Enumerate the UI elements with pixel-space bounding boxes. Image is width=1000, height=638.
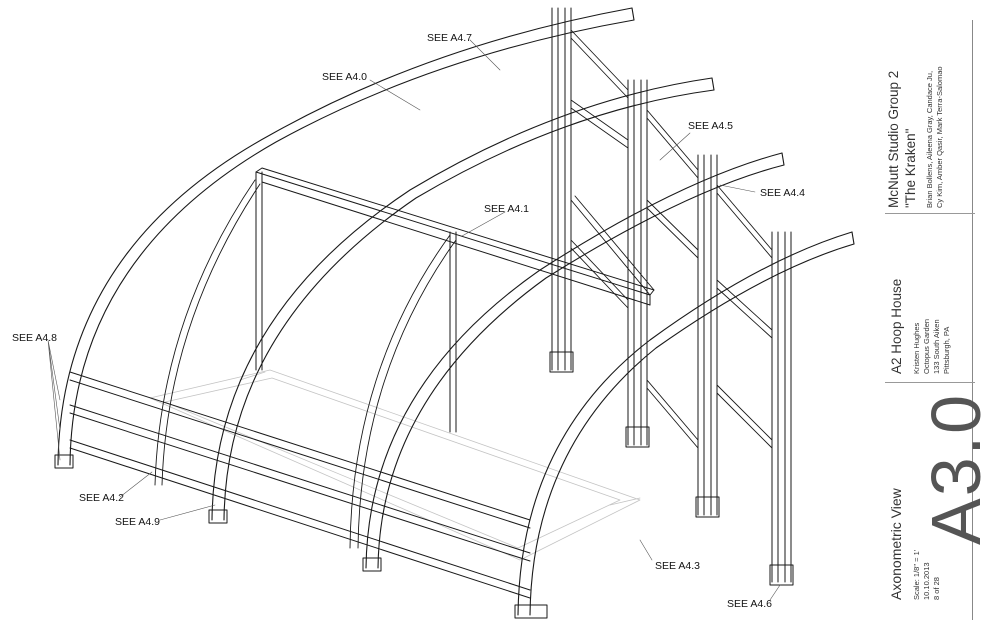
callout-see-a4-2: SEE A4.2 (79, 492, 124, 504)
vertical-posts (255, 7, 792, 583)
callout-see-a4-0: SEE A4.0 (322, 71, 367, 83)
project-title: A2 Hoop House (889, 278, 904, 374)
title-block-divider-1 (885, 213, 975, 214)
drawing-date: 10.10.2013 (922, 562, 931, 600)
callout-see-a4-5: SEE A4.5 (688, 120, 733, 132)
title-block-divider-2 (885, 382, 975, 383)
sheet-count: 8 of 28 (932, 577, 941, 600)
view-title: Axonometric View (888, 488, 904, 600)
ridge-beam (255, 167, 655, 306)
sheet-number: A3.0 (917, 393, 995, 545)
callout-see-a4-1: SEE A4.1 (484, 203, 529, 215)
team-members-line-2: Cy Kim, Amber Qasir, Mark Terra-Salomao (935, 66, 944, 208)
callout-see-a4-9: SEE A4.9 (115, 516, 160, 528)
drawing-scale: Scale: 1/8" = 1' (912, 549, 921, 600)
address-line-1: 133 South Aiken (932, 319, 941, 374)
callout-see-a4-7: SEE A4.7 (427, 32, 472, 44)
studio-name: McNutt Studio Group 2 (886, 70, 901, 208)
callout-see-a4-3: SEE A4.3 (655, 560, 700, 572)
hoop-house-axonometric-drawing (47, 7, 855, 619)
base-plates (54, 351, 794, 619)
title-block-rule (972, 20, 973, 620)
address-line-2: Pittsburgh, PA (942, 326, 951, 374)
project-nickname: "The Kraken" (903, 128, 918, 208)
callout-see-a4-4: SEE A4.4 (760, 187, 805, 199)
hoop-2 (211, 77, 715, 521)
hoop-1 (57, 7, 635, 466)
callout-see-a4-6: SEE A4.6 (727, 598, 772, 610)
site-name: Octopus Garden (922, 318, 931, 374)
hoop-3 (365, 152, 785, 569)
callout-see-a4-8: SEE A4.8 (12, 332, 57, 344)
leader-lines (47, 39, 781, 601)
side-rails (69, 371, 531, 599)
hoop-4 (517, 231, 855, 616)
cross-bracing (570, 29, 773, 449)
ground-outline (149, 369, 641, 561)
client-name: Kristen Hughes (912, 322, 921, 374)
inner-hoops (154, 179, 457, 549)
team-members-line-1: Brian Bollens, Aileena Gray, Candace Ju, (925, 70, 934, 208)
